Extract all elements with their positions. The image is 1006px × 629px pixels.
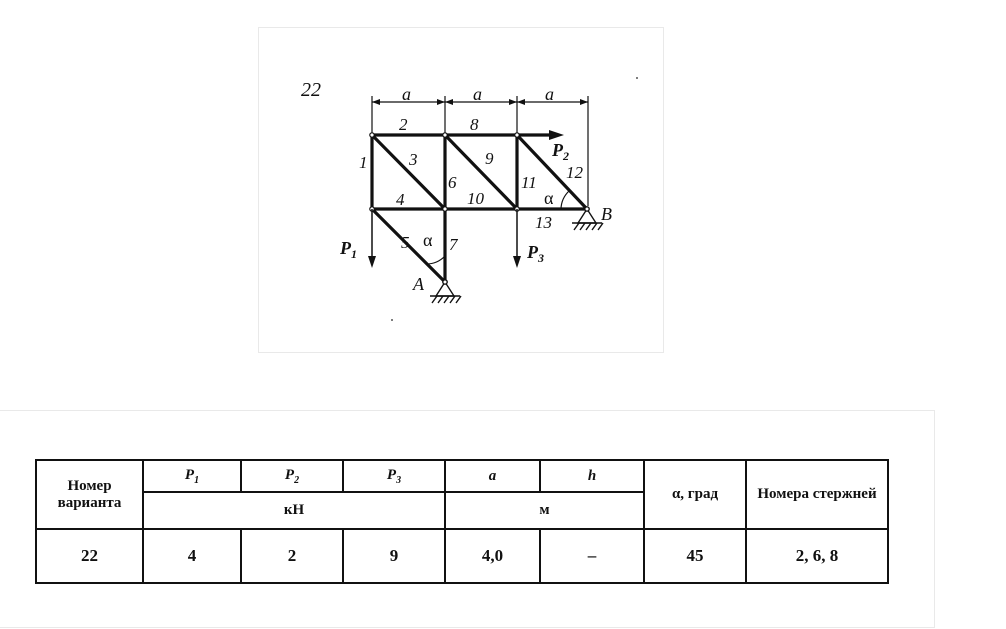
joints <box>369 132 520 212</box>
speck <box>391 319 393 321</box>
dimension-line <box>371 96 589 206</box>
force-label-p2: P2 <box>551 140 569 163</box>
member-label-4: 4 <box>396 190 405 209</box>
cell-a: 4,0 <box>444 528 541 584</box>
member-label-13: 13 <box>535 213 552 232</box>
header-p3: P3 <box>342 459 446 493</box>
force-label-p1: P1 <box>339 238 357 261</box>
header-h: h <box>539 459 645 493</box>
dim-label-a-2: a <box>473 84 482 104</box>
angle-arc-b <box>560 190 570 210</box>
member-label-8: 8 <box>470 115 479 134</box>
p2-arrowhead <box>549 130 564 140</box>
table-row: 22 4 2 9 4,0 – 45 2, 6, 8 <box>35 528 889 584</box>
truss-figure-card: 22 a a a <box>258 27 664 353</box>
p1-arrowhead <box>368 256 376 268</box>
dim-label-a-1: a <box>402 84 411 104</box>
member-label-6: 6 <box>448 173 457 192</box>
header-p1: P1 <box>142 459 242 493</box>
support-label-b: B <box>601 204 612 224</box>
truss-diagram: 22 a a a <box>301 77 638 321</box>
unit-length: м <box>444 491 645 530</box>
cell-h: – <box>539 528 645 584</box>
member-label-7: 7 <box>449 235 459 254</box>
member-label-10: 10 <box>467 189 485 208</box>
cell-variant: 22 <box>35 528 144 584</box>
parameters-table-card: Номер варианта P1 P2 P3 a h α, град Номе… <box>0 410 935 628</box>
force-arrows <box>371 209 518 262</box>
header-variant: Номер варианта <box>35 459 144 530</box>
header-members: Номера стержней <box>745 459 889 530</box>
header-alpha: α, град <box>643 459 747 530</box>
support-label-a: A <box>412 274 425 294</box>
truss-members <box>370 133 589 284</box>
header-row-1: Номер варианта P1 P2 P3 a h α, град Номе… <box>35 459 889 530</box>
angle-label-b: α <box>544 188 554 208</box>
member-label-9: 9 <box>485 149 494 168</box>
member-labels: 1 2 3 4 5 6 7 8 9 10 11 12 13 <box>359 115 584 254</box>
p3-arrowhead <box>513 256 521 268</box>
header-row-2: кН м <box>36 491 888 530</box>
cell-alpha: 45 <box>643 528 747 584</box>
cell-p2: 2 <box>240 528 344 584</box>
header-a: a <box>444 459 541 493</box>
member-label-2: 2 <box>399 115 408 134</box>
angle-label-a: α <box>423 230 433 250</box>
cell-p1: 4 <box>142 528 242 584</box>
member-label-11: 11 <box>521 173 537 192</box>
cell-members: 2, 6, 8 <box>745 528 889 584</box>
member-label-12: 12 <box>566 163 584 182</box>
member-label-3: 3 <box>408 150 418 169</box>
member-label-1: 1 <box>359 153 368 172</box>
angle-arc-a <box>425 255 446 265</box>
dimension-arrows <box>372 99 588 105</box>
variant-label: 22 <box>301 79 321 101</box>
cell-p3: 9 <box>342 528 446 584</box>
force-label-p3: P3 <box>526 242 544 265</box>
member-label-5: 5 <box>401 233 410 252</box>
unit-force: кН <box>142 491 446 530</box>
dim-label-a-3: a <box>545 84 554 104</box>
support-a-icon <box>430 279 462 304</box>
support-b-icon <box>572 206 604 231</box>
header-p2: P2 <box>240 459 344 493</box>
speck <box>636 77 638 79</box>
parameters-table: Номер варианта P1 P2 P3 a h α, град Номе… <box>35 459 889 584</box>
force-labels: P1 P2 P3 <box>339 140 569 265</box>
